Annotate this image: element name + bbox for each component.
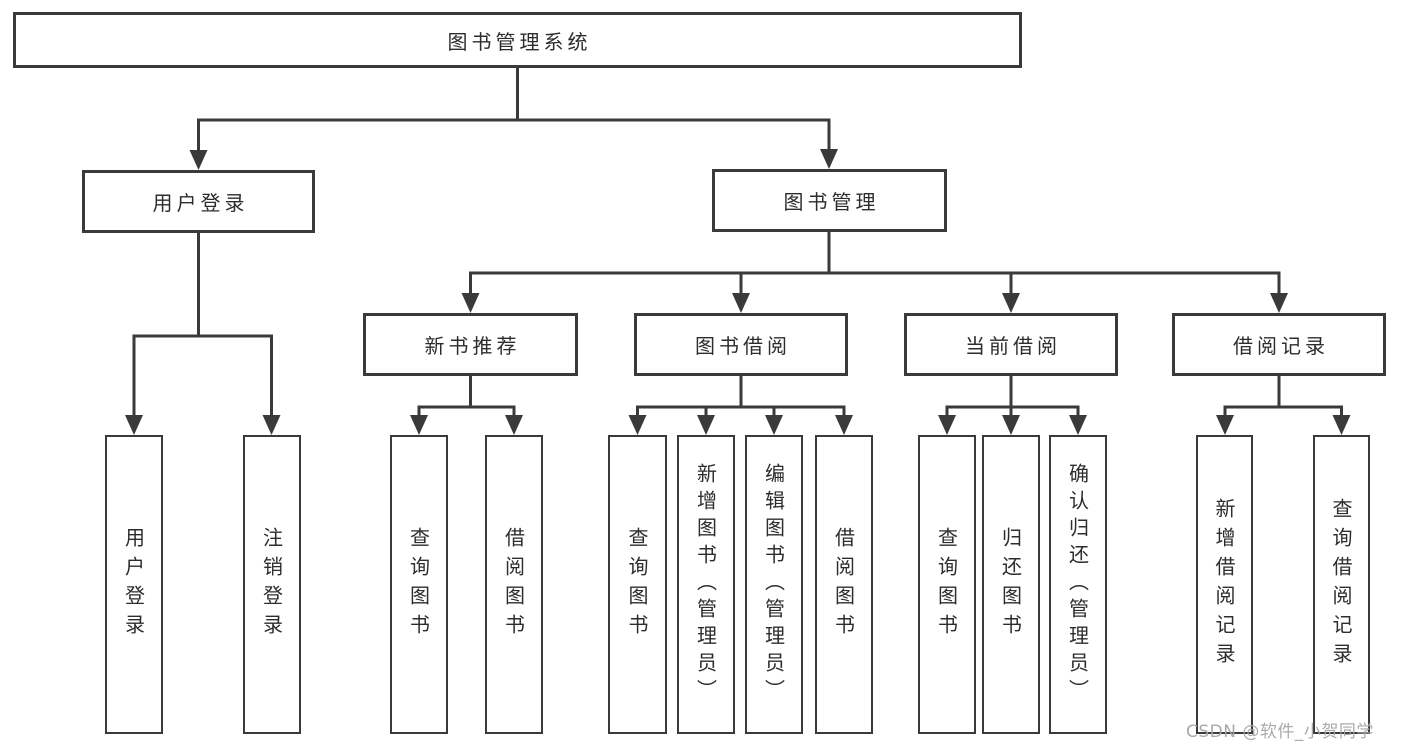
node-user-login: 用户登录 [82,170,315,233]
leaf-logout: 注销登录 [243,435,301,734]
leaf-edit-books-admin: 编辑图书（管理员） [745,435,803,734]
edge-new-book-recommend-children [410,375,523,435]
csdn-watermark: CSDN @软件_小贺同学 [1186,722,1374,742]
edge-current-borrowing-children [938,375,1087,435]
leaf-query-books-current: 查询图书 [918,435,976,734]
leaf-user-login: 用户登录 [105,435,163,734]
leaf-return-books: 归还图书 [982,435,1040,734]
edge-root-to-level2 [189,66,838,170]
node-borrowing-records: 借阅记录 [1172,313,1386,376]
node-book-borrowing: 图书借阅 [634,313,848,376]
node-current-borrowing: 当前借阅 [904,313,1118,376]
leaf-borrow-books-borrowing: 借阅图书 [815,435,873,734]
node-new-book-recommend: 新书推荐 [363,313,578,376]
node-root-system: 图书管理系统 [13,12,1022,68]
leaf-add-borrow-record: 新增借阅记录 [1196,435,1253,734]
node-book-management: 图书管理 [712,169,947,232]
edge-user-login-children [125,233,281,435]
edge-borrowing-records-children [1216,375,1351,435]
leaf-query-books-borrowing: 查询图书 [608,435,667,734]
leaf-query-borrow-record: 查询借阅记录 [1313,435,1370,734]
edge-book-borrowing-children [628,375,853,435]
leaf-borrow-books-recommend: 借阅图书 [485,435,543,734]
edge-book-management-children [461,231,1288,313]
leaf-confirm-return-admin: 确认归还（管理员） [1049,435,1107,734]
leaf-add-books-admin: 新增图书（管理员） [677,435,735,734]
leaf-query-books-recommend: 查询图书 [390,435,448,734]
